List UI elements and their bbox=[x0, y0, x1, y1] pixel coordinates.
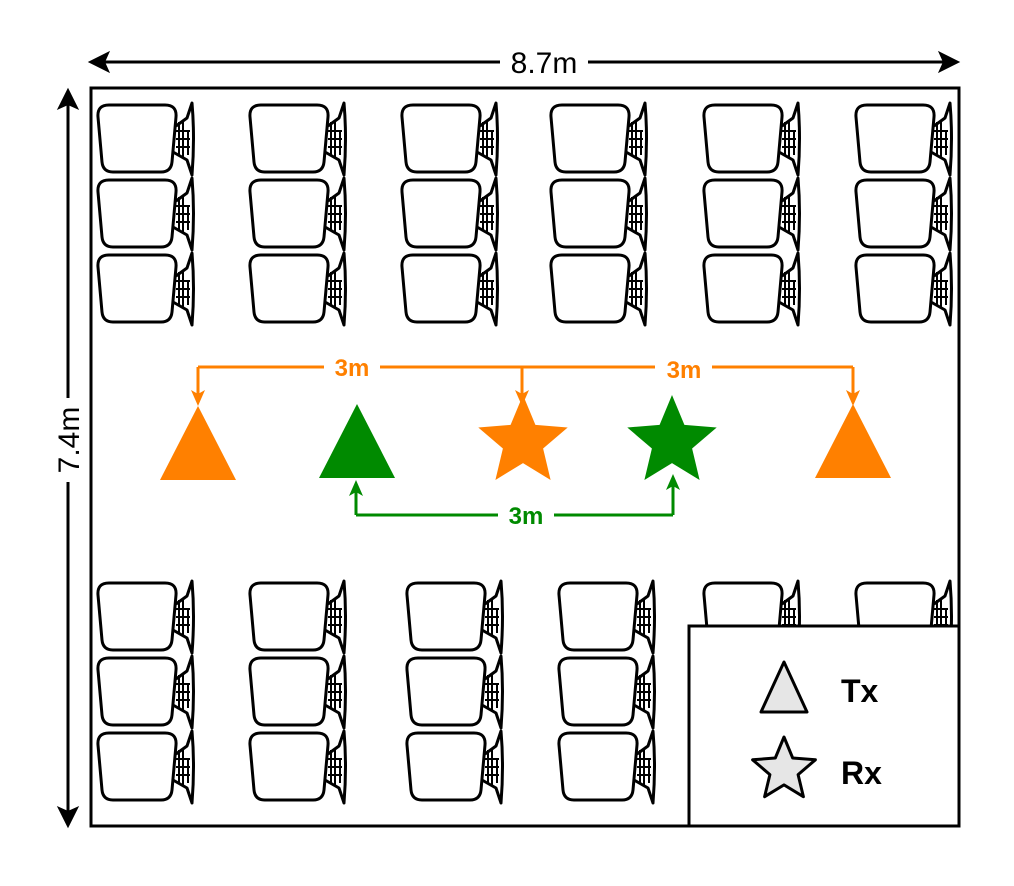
legend-box bbox=[687, 624, 961, 828]
height-label: 7.4m bbox=[53, 407, 86, 474]
orange-receiver-star-icon bbox=[478, 395, 568, 480]
green-distance-label: 3m bbox=[509, 503, 544, 530]
orange-right-distance-label: 3m bbox=[667, 357, 702, 384]
legend-rx-star-icon bbox=[751, 735, 817, 799]
legend-tx-label: Tx bbox=[841, 673, 879, 709]
orange-transmitter-triangle-icon bbox=[160, 406, 236, 480]
green-receiver-star-icon bbox=[627, 395, 717, 480]
orange-spacing-marker: 3m 3m bbox=[191, 352, 860, 406]
height-dimension: 7.4m bbox=[53, 87, 86, 829]
legend-rx-label: Rx bbox=[841, 755, 882, 791]
legend: Tx Rx bbox=[687, 624, 961, 828]
orange-transmitter-triangle-icon bbox=[815, 404, 891, 478]
width-label: 8.7m bbox=[511, 47, 578, 80]
legend-tx-triangle-icon bbox=[759, 660, 809, 714]
orange-left-distance-label: 3m bbox=[335, 355, 370, 382]
green-spacing-marker: 3m bbox=[349, 474, 680, 533]
green-transmitter-triangle-icon bbox=[319, 404, 395, 478]
width-dimension: 8.7m bbox=[87, 47, 961, 80]
